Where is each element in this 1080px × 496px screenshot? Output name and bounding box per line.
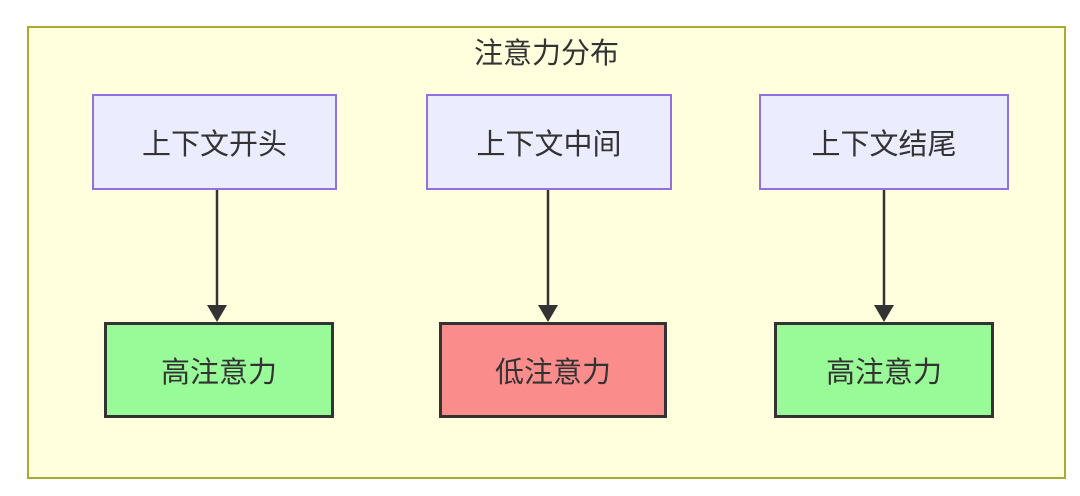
node-label: 高注意力 xyxy=(160,357,277,389)
node-label: 高注意力 xyxy=(825,357,942,389)
node-label: 上下文开头 xyxy=(141,129,287,161)
arrow-down-icon xyxy=(207,190,227,322)
diagram-title: 注意力分布 xyxy=(473,38,619,70)
node-label: 上下文中间 xyxy=(476,129,622,161)
node-label: 上下文结尾 xyxy=(811,129,957,161)
arrow-down-icon xyxy=(538,190,558,322)
node-context-middle: 上下文中间 xyxy=(426,94,672,190)
node-context-beginning: 上下文开头 xyxy=(92,94,337,190)
node-low-attention-middle: 低注意力 xyxy=(439,322,667,418)
node-high-attention-left: 高注意力 xyxy=(104,322,334,418)
node-context-end: 上下文结尾 xyxy=(759,94,1009,190)
node-label: 低注意力 xyxy=(494,357,611,389)
arrow-down-icon xyxy=(874,190,894,322)
attention-distribution-cluster: 注意力分布 上下文开头 上下文中间 上下文结尾 高注意力 低注意力 xyxy=(27,26,1066,479)
node-high-attention-right: 高注意力 xyxy=(774,322,994,418)
